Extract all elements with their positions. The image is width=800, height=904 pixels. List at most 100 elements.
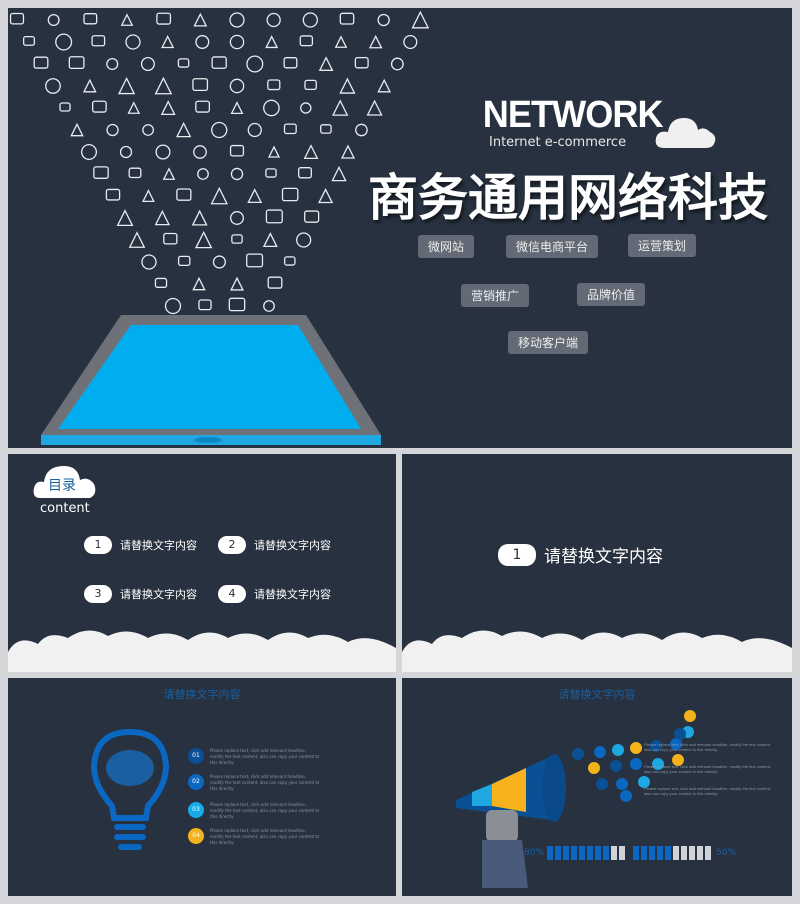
subtitle-en: Internet e-commerce: [489, 135, 627, 150]
decorative-icon: [377, 78, 392, 93]
toc-label: 请替换文字内容: [120, 539, 197, 552]
decorative-icon: [229, 144, 245, 157]
decorative-icon: [403, 34, 418, 50]
decorative-icon: [68, 56, 85, 70]
icon-bubble: [652, 758, 664, 770]
decorative-icon: [83, 13, 98, 25]
decorative-icon: [195, 35, 210, 49]
decorative-icon: [162, 167, 176, 180]
decorative-icon: [339, 77, 356, 94]
decorative-icon: [55, 33, 73, 51]
item-number: 04: [188, 828, 204, 844]
decorative-icon: [176, 188, 192, 201]
decorative-icon: [163, 232, 178, 245]
person-icon: [611, 846, 617, 860]
paragraph: Please replace text, click add relevant …: [644, 786, 771, 796]
decorative-icon: [106, 123, 119, 137]
megaphone-illustration: [456, 754, 566, 888]
decorative-icon: [229, 78, 245, 94]
decorative-icon: [82, 78, 97, 93]
person-icon: [571, 846, 577, 860]
tag: 微网站: [418, 235, 475, 258]
icon-bubble: [620, 790, 632, 802]
icon-bubble: [588, 762, 600, 774]
cloud-icon: [655, 118, 716, 148]
person-icon: [563, 846, 569, 860]
decorative-icon: [192, 276, 206, 291]
decorative-icon: [368, 34, 383, 49]
decorative-icon: [228, 297, 246, 312]
icon-bubble: [596, 778, 608, 790]
decorative-icon: [116, 209, 134, 227]
decorative-icon: [192, 78, 209, 91]
list-item: 04 Please replace text, click add relevan…: [188, 828, 320, 846]
decorative-icon: [231, 234, 243, 244]
cover-slide[interactable]: NETWORK Internet e-commerce 商务通用网络科技 微网站…: [8, 8, 792, 448]
item-number: 02: [188, 774, 204, 790]
person-icon: [665, 846, 671, 860]
icon-bubble: [616, 778, 628, 790]
tag: 运营策划: [628, 234, 697, 257]
person-icon: [689, 846, 695, 860]
icon-bubble: [594, 746, 606, 758]
decorative-icon: [142, 124, 155, 136]
decorative-icon: [283, 57, 298, 69]
decorative-icon: [247, 188, 263, 204]
person-icon: [681, 846, 687, 860]
decorative-icon: [229, 12, 245, 28]
icon-bubble: [572, 748, 584, 760]
icon-bubble: [674, 728, 686, 740]
person-icon: [619, 846, 625, 860]
paragraph: Please replace text, click add relevant …: [644, 742, 771, 752]
decorative-icon: [140, 56, 155, 72]
decorative-icon: [263, 99, 280, 117]
title-cn: 商务通用网络科技: [368, 169, 768, 227]
title-en: NETWORK: [482, 94, 664, 136]
decorative-icon: [164, 297, 182, 315]
decorative-icon: [45, 78, 61, 94]
decorative-icon: [296, 232, 312, 248]
decorative-icon: [191, 209, 208, 226]
decorative-icon: [106, 57, 119, 71]
megaphone-slide[interactable]: 请替换文字内容 Please replace text, click add r…: [402, 678, 792, 896]
decorative-icon: [304, 210, 320, 223]
decorative-icon: [265, 35, 279, 49]
decorative-icon: [210, 186, 229, 205]
decorative-icon: [267, 79, 281, 91]
icon-bubble: [612, 744, 624, 756]
decorative-icon: [22, 35, 36, 46]
decorative-icon: [128, 231, 146, 248]
decorative-icon: [265, 209, 283, 224]
decorative-icon: [304, 79, 317, 91]
decorative-icon: [262, 232, 278, 248]
decorative-icon: [246, 55, 264, 73]
person-icon: [633, 846, 639, 860]
tag: 移动客户端: [508, 331, 589, 354]
decorative-icon: [142, 189, 155, 203]
item-text: Please replace text, click add relevant …: [210, 828, 320, 845]
person-icon: [657, 846, 663, 860]
person-icon: [705, 846, 711, 860]
lightbulb-brain-icon: [90, 728, 170, 850]
decorative-icon: [339, 12, 355, 25]
stat-right: 50%: [716, 848, 737, 858]
decorative-icon: [332, 99, 349, 116]
decorative-icon: [334, 35, 348, 48]
decorative-icon: [263, 300, 275, 312]
people-chart-right: [633, 846, 711, 860]
decorative-icon: [193, 12, 208, 27]
decorative-icon: [320, 124, 332, 134]
decorative-icon: [33, 56, 49, 69]
paragraph: Please replace text, click add relevant …: [644, 764, 771, 774]
decorative-icon: [177, 58, 190, 68]
decorative-icon: [299, 35, 314, 47]
decorative-icon: [302, 12, 318, 28]
